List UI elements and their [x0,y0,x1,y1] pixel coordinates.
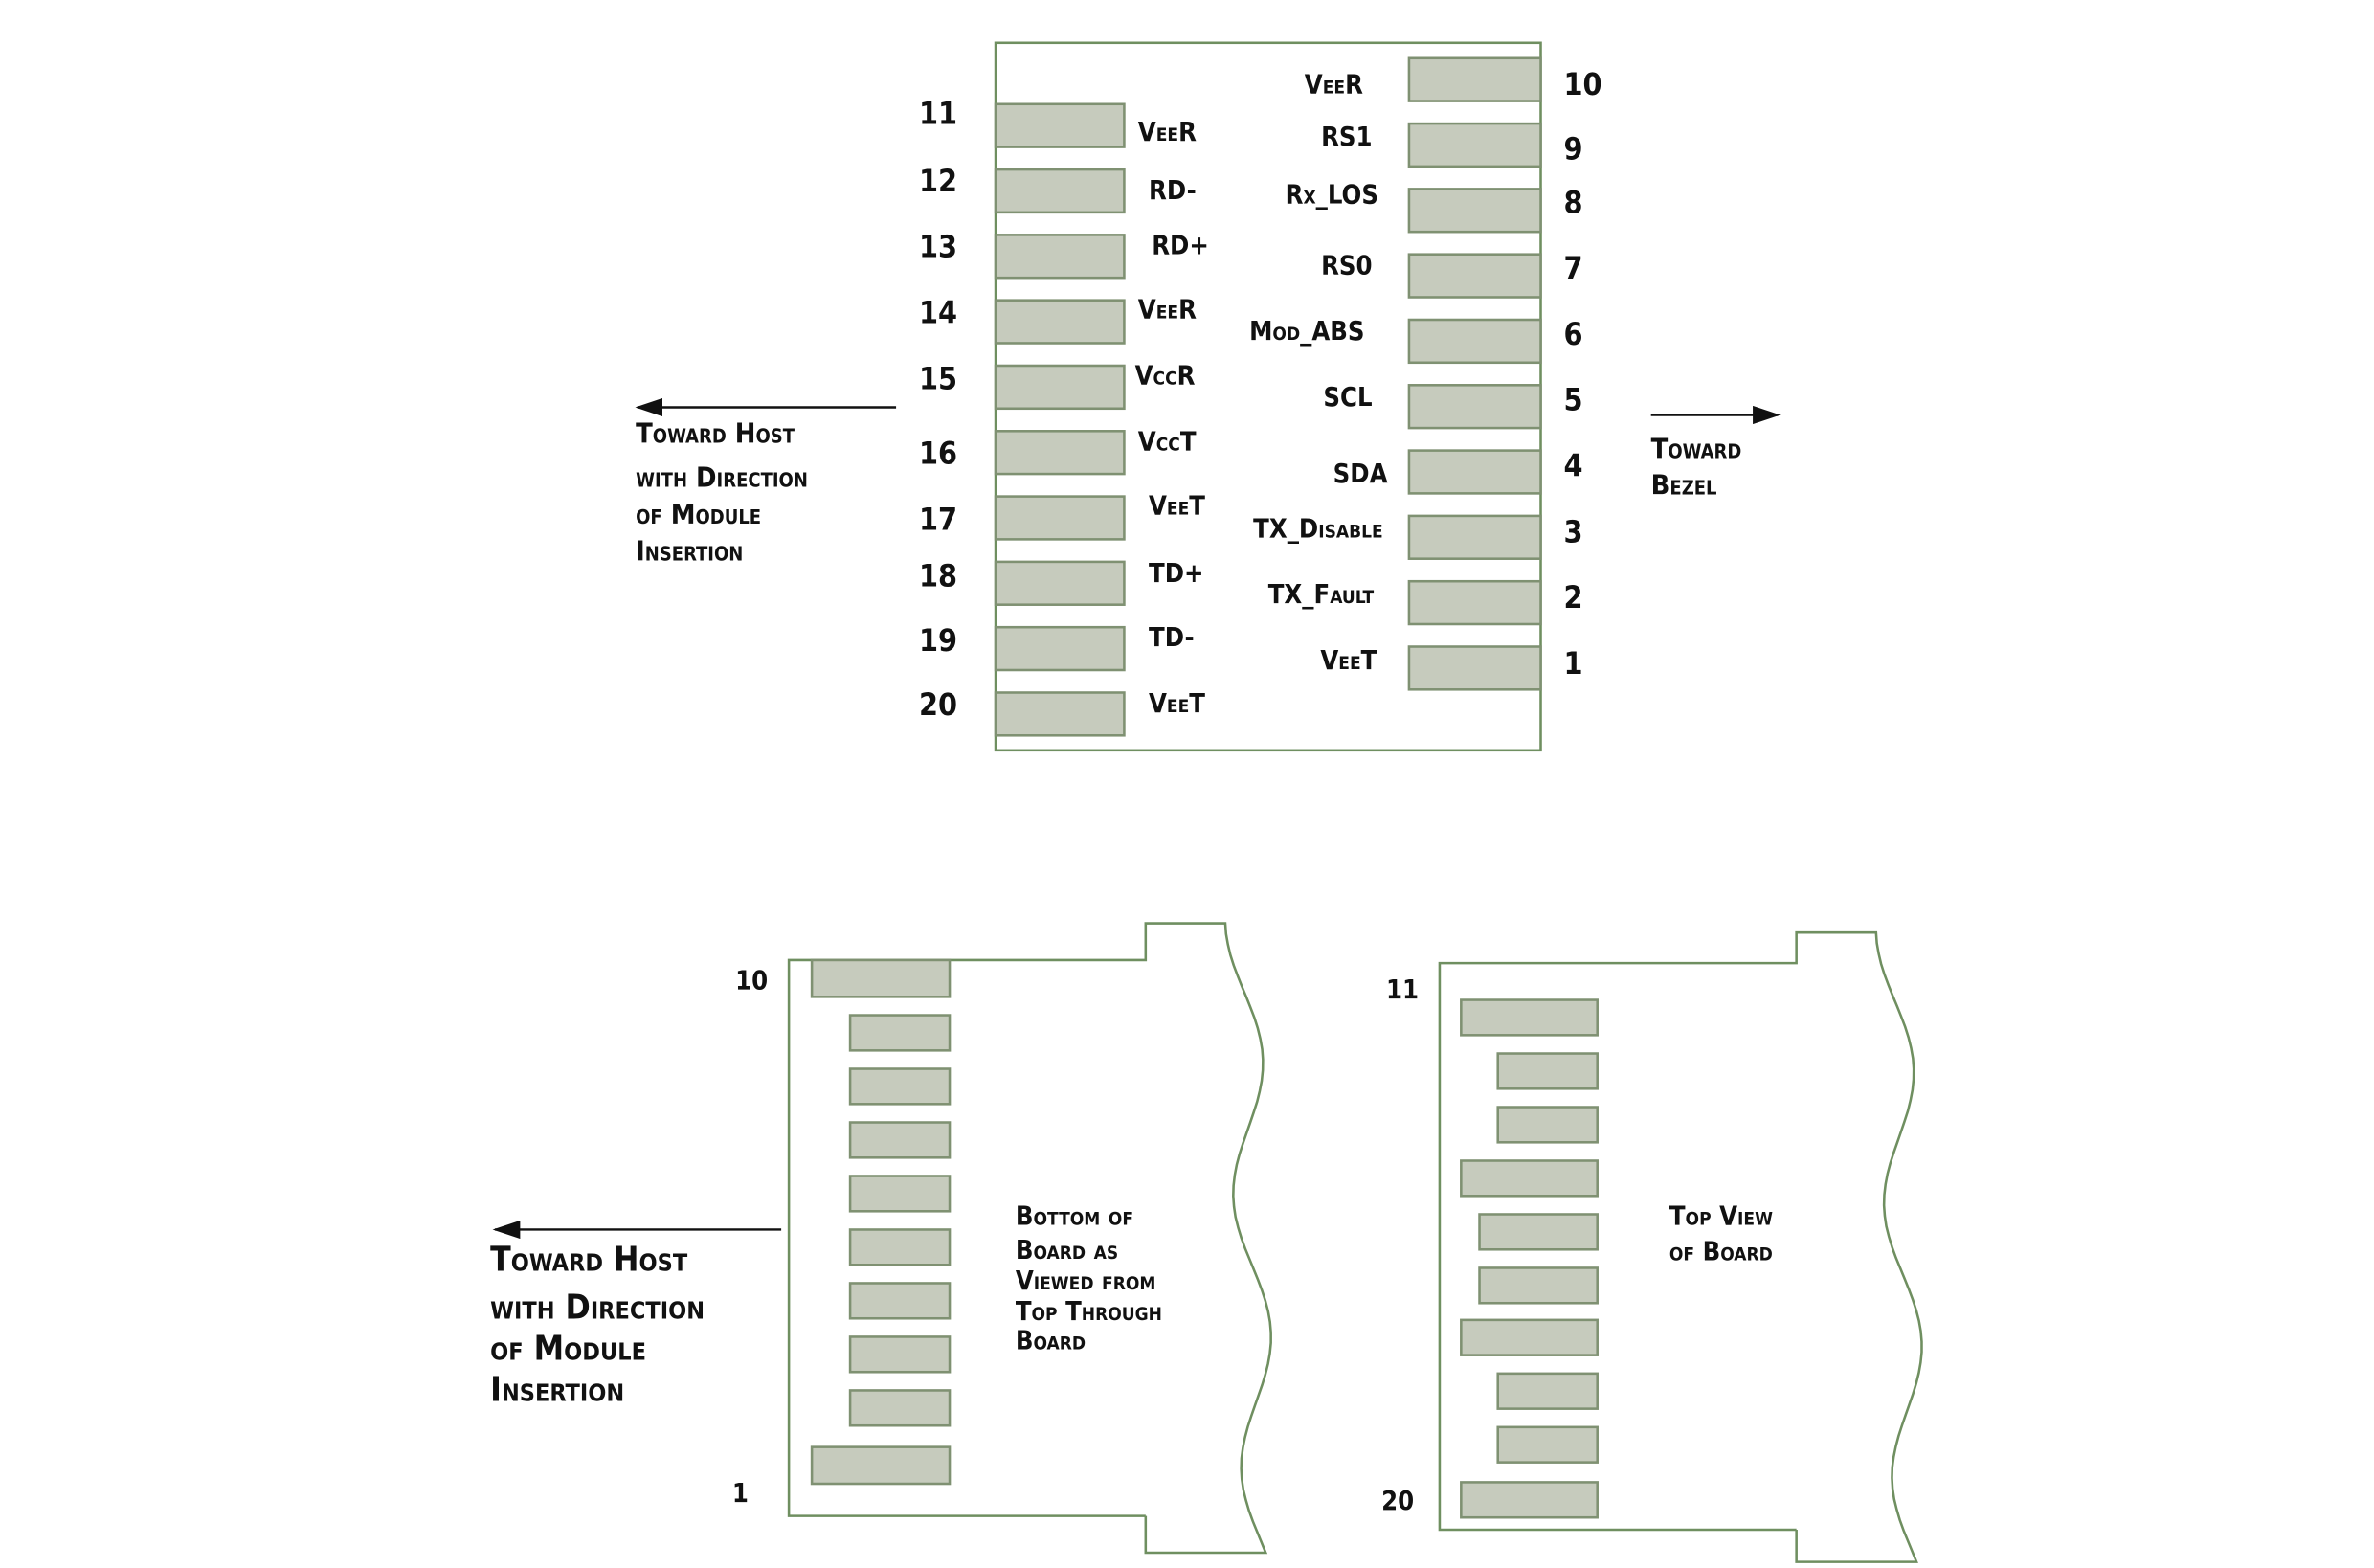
board-pad [1460,1159,1599,1198]
pin-pad-11 [994,102,1126,148]
board-pad [810,958,952,998]
pin-signal-label: VccT [1138,427,1197,457]
pin-number-label: 12 [919,163,957,199]
pin-number-label: 4 [1564,447,1583,483]
pin-signal-label: RD+ [1152,232,1209,261]
toward-host-label: Toward Host with Direction of Module Ins… [636,416,817,567]
pin-signal-label: VccR [1135,362,1196,392]
pin-signal-label: SDA [1333,459,1388,489]
pin-pad-4 [1407,449,1542,495]
board-pad [848,1282,952,1320]
board-top-view: 11 20 Top View of Board [1381,930,1923,1563]
pin-signal-label: RD- [1149,176,1197,206]
board-pad [1460,1318,1599,1356]
pin-number-label: 8 [1564,184,1583,220]
pin-number-label: 15 [919,360,957,396]
pin-signal-label: TX_Disable [1253,514,1383,544]
board-caption: Bottom of Board as Viewed from Top Throu… [1016,1202,1171,1356]
pin-pad-1 [1407,645,1542,691]
pin-signal-label: VeeR [1138,118,1197,147]
board-pad [1496,1052,1599,1090]
pin-signal-label: RS1 [1321,123,1372,152]
pin-signal-label: SCL [1323,383,1372,413]
pin-pad-8 [1407,188,1542,234]
board-caption: Top View of Board [1669,1202,1781,1267]
pin-signal-label: VeeT [1149,689,1205,719]
pin-pad-18 [994,560,1126,606]
board-bottom-view: 10 1 Bottom of Board as Viewed from Top … [732,922,1272,1555]
pin-signal-label: VeeT [1320,646,1377,676]
pin-number-label: 14 [919,295,957,331]
pin-pad-20 [994,691,1126,737]
pin-pad-10 [1407,56,1542,102]
pin-signal-label: VeeR [1305,71,1363,101]
board-pad [1460,998,1599,1037]
pin-signal-label: Mod_ABS [1249,317,1364,347]
pin-number-label: 20 [919,686,957,723]
pin-number-label: 13 [919,229,957,265]
board-pad [810,1445,952,1486]
pin-pad-17 [994,495,1126,541]
toward-bezel-label: Toward Bezel [1651,432,1751,501]
board-pad [1496,1372,1599,1410]
board-pad [848,1175,952,1213]
pin-signal-label: TX_Fault [1268,580,1375,610]
pin-signal-label: TD+ [1149,559,1204,589]
pin-pad-14 [994,299,1126,345]
board-outline [787,922,1272,1555]
pin-pad-16 [994,430,1126,476]
board-pad [848,1067,952,1106]
pin-number-label: 9 [1564,130,1583,167]
board-pad [1496,1425,1599,1464]
pin-pad-3 [1407,514,1542,560]
pin-number-label: 17 [919,501,957,537]
pin-number-label: 10 [1564,66,1602,102]
pin-pad-9 [1407,122,1542,168]
board-pad [848,1335,952,1374]
board-outline [1438,930,1923,1563]
pin-number-label: 18 [919,558,957,594]
pin-number-label: 2 [1564,579,1583,616]
pin-pad-13 [994,234,1126,280]
board-pad [848,1121,952,1159]
pin-pad-7 [1407,253,1542,299]
pin-number-label: 20 [1381,1487,1414,1516]
pin-signal-label: TD- [1149,623,1195,653]
pin-number-label: 11 [919,96,957,132]
pin-number-label: 10 [735,966,768,996]
pin-signal-label: VeeR [1138,296,1197,325]
board-pad [848,1389,952,1427]
pin-number-label: 6 [1564,316,1583,352]
board-pad [848,1014,952,1052]
pin-signal-label: VeeT [1149,491,1205,521]
board-pad [1496,1106,1599,1144]
pin-number-label: 16 [919,436,957,472]
pin-number-label: 1 [1564,645,1583,682]
pin-pad-5 [1407,384,1542,430]
pin-number-label: 11 [1386,975,1419,1005]
board-pad [1478,1266,1599,1305]
toward-host-label-bottom: Toward Host with Direction of Module Ins… [490,1241,715,1410]
pin-number-label: 19 [919,622,957,659]
board-pad [848,1228,952,1266]
pin-number-label: 1 [732,1479,749,1509]
pin-pad-19 [994,625,1126,672]
pin-number-label: 7 [1564,250,1583,286]
pin-signal-label: RS0 [1321,251,1372,280]
pin-signal-label: Rx_LOS [1286,181,1378,211]
pin-pad-2 [1407,579,1542,626]
board-pad [1460,1481,1599,1519]
pin-pad-12 [994,168,1126,214]
board-pad [1478,1213,1599,1251]
pin-number-label: 5 [1564,382,1583,418]
pin-pad-6 [1407,318,1542,365]
pin-pad-15 [994,364,1126,411]
pin-number-label: 3 [1564,513,1583,549]
